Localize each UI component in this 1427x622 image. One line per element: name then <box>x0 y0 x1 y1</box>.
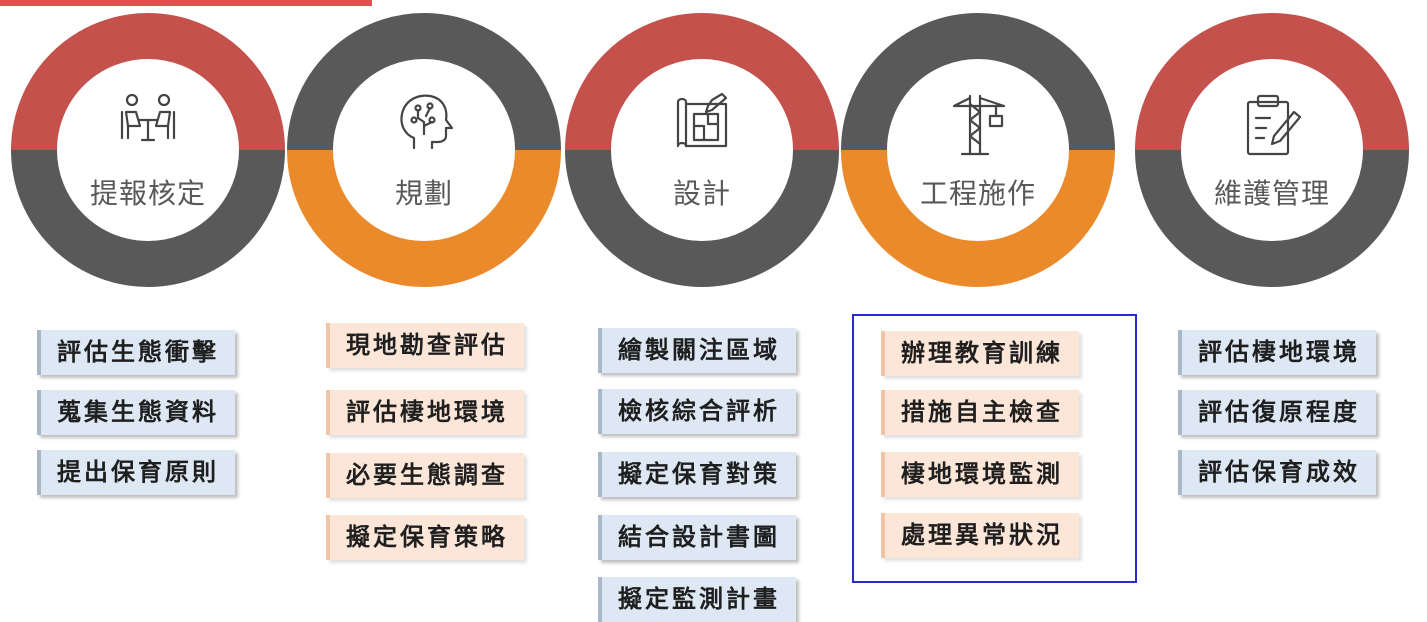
stage-1: 提報核定 <box>8 0 288 300</box>
ring-bottom-arc <box>11 149 285 287</box>
stage-ring <box>841 13 1115 287</box>
task-item: 擬定監測計畫 <box>598 577 796 622</box>
stage-ring <box>1135 13 1409 287</box>
top-accent-bar <box>0 0 372 6</box>
task-item: 評估復原程度 <box>1178 390 1376 435</box>
task-item: 蒐集生態資料 <box>37 390 235 435</box>
task-item: 措施自主檢查 <box>881 390 1079 435</box>
task-item: 辦理教育訓練 <box>881 331 1079 376</box>
task-item: 現地勘查評估 <box>326 323 524 368</box>
stage-ring <box>287 13 561 287</box>
ring-bottom-arc <box>1135 149 1409 287</box>
brain-circuit-icon <box>394 92 454 158</box>
task-item: 評估保育成效 <box>1178 450 1376 495</box>
stage-2: 規劃 <box>284 0 564 300</box>
crane-icon <box>948 92 1008 158</box>
task-item: 檢核綜合評析 <box>598 389 796 434</box>
clipboard-pen-icon <box>1242 92 1302 158</box>
stage-label: 設計 <box>672 177 731 210</box>
task-item: 結合設計書圖 <box>598 515 796 560</box>
stage-ring <box>565 13 839 287</box>
task-item: 評估生態衝擊 <box>37 330 235 375</box>
ring-top-arc <box>287 13 561 151</box>
ring-bottom-arc <box>841 149 1115 287</box>
ring-top-arc <box>11 13 285 151</box>
ring-bottom-arc <box>565 149 839 287</box>
task-item: 提出保育原則 <box>37 450 235 495</box>
stage-ring <box>11 13 285 287</box>
task-item: 處理異常狀況 <box>881 513 1079 558</box>
blueprint-icon <box>672 92 732 158</box>
stage-label: 維護管理 <box>1213 177 1330 210</box>
task-item: 擬定保育策略 <box>326 515 524 560</box>
task-item: 擬定保育對策 <box>598 452 796 497</box>
ring-top-arc <box>1135 13 1409 151</box>
stage-5: 維護管理 <box>1132 0 1412 300</box>
task-item: 棲地環境監測 <box>881 452 1079 497</box>
meeting-icon <box>118 92 178 158</box>
ring-top-arc <box>841 13 1115 151</box>
ring-bottom-arc <box>287 149 561 287</box>
stage-label: 工程施作 <box>919 177 1036 210</box>
task-item: 必要生態調查 <box>326 453 524 498</box>
stage-4: 工程施作 <box>838 0 1118 300</box>
stage-label: 規劃 <box>394 177 453 210</box>
stage-label: 提報核定 <box>89 177 206 210</box>
stage-3: 設計 <box>562 0 842 300</box>
task-item: 繪製關注區域 <box>598 328 796 373</box>
task-item: 評估棲地環境 <box>1178 330 1376 375</box>
highlight-frame <box>852 314 1137 583</box>
ring-top-arc <box>565 13 839 151</box>
task-item: 評估棲地環境 <box>326 390 524 435</box>
